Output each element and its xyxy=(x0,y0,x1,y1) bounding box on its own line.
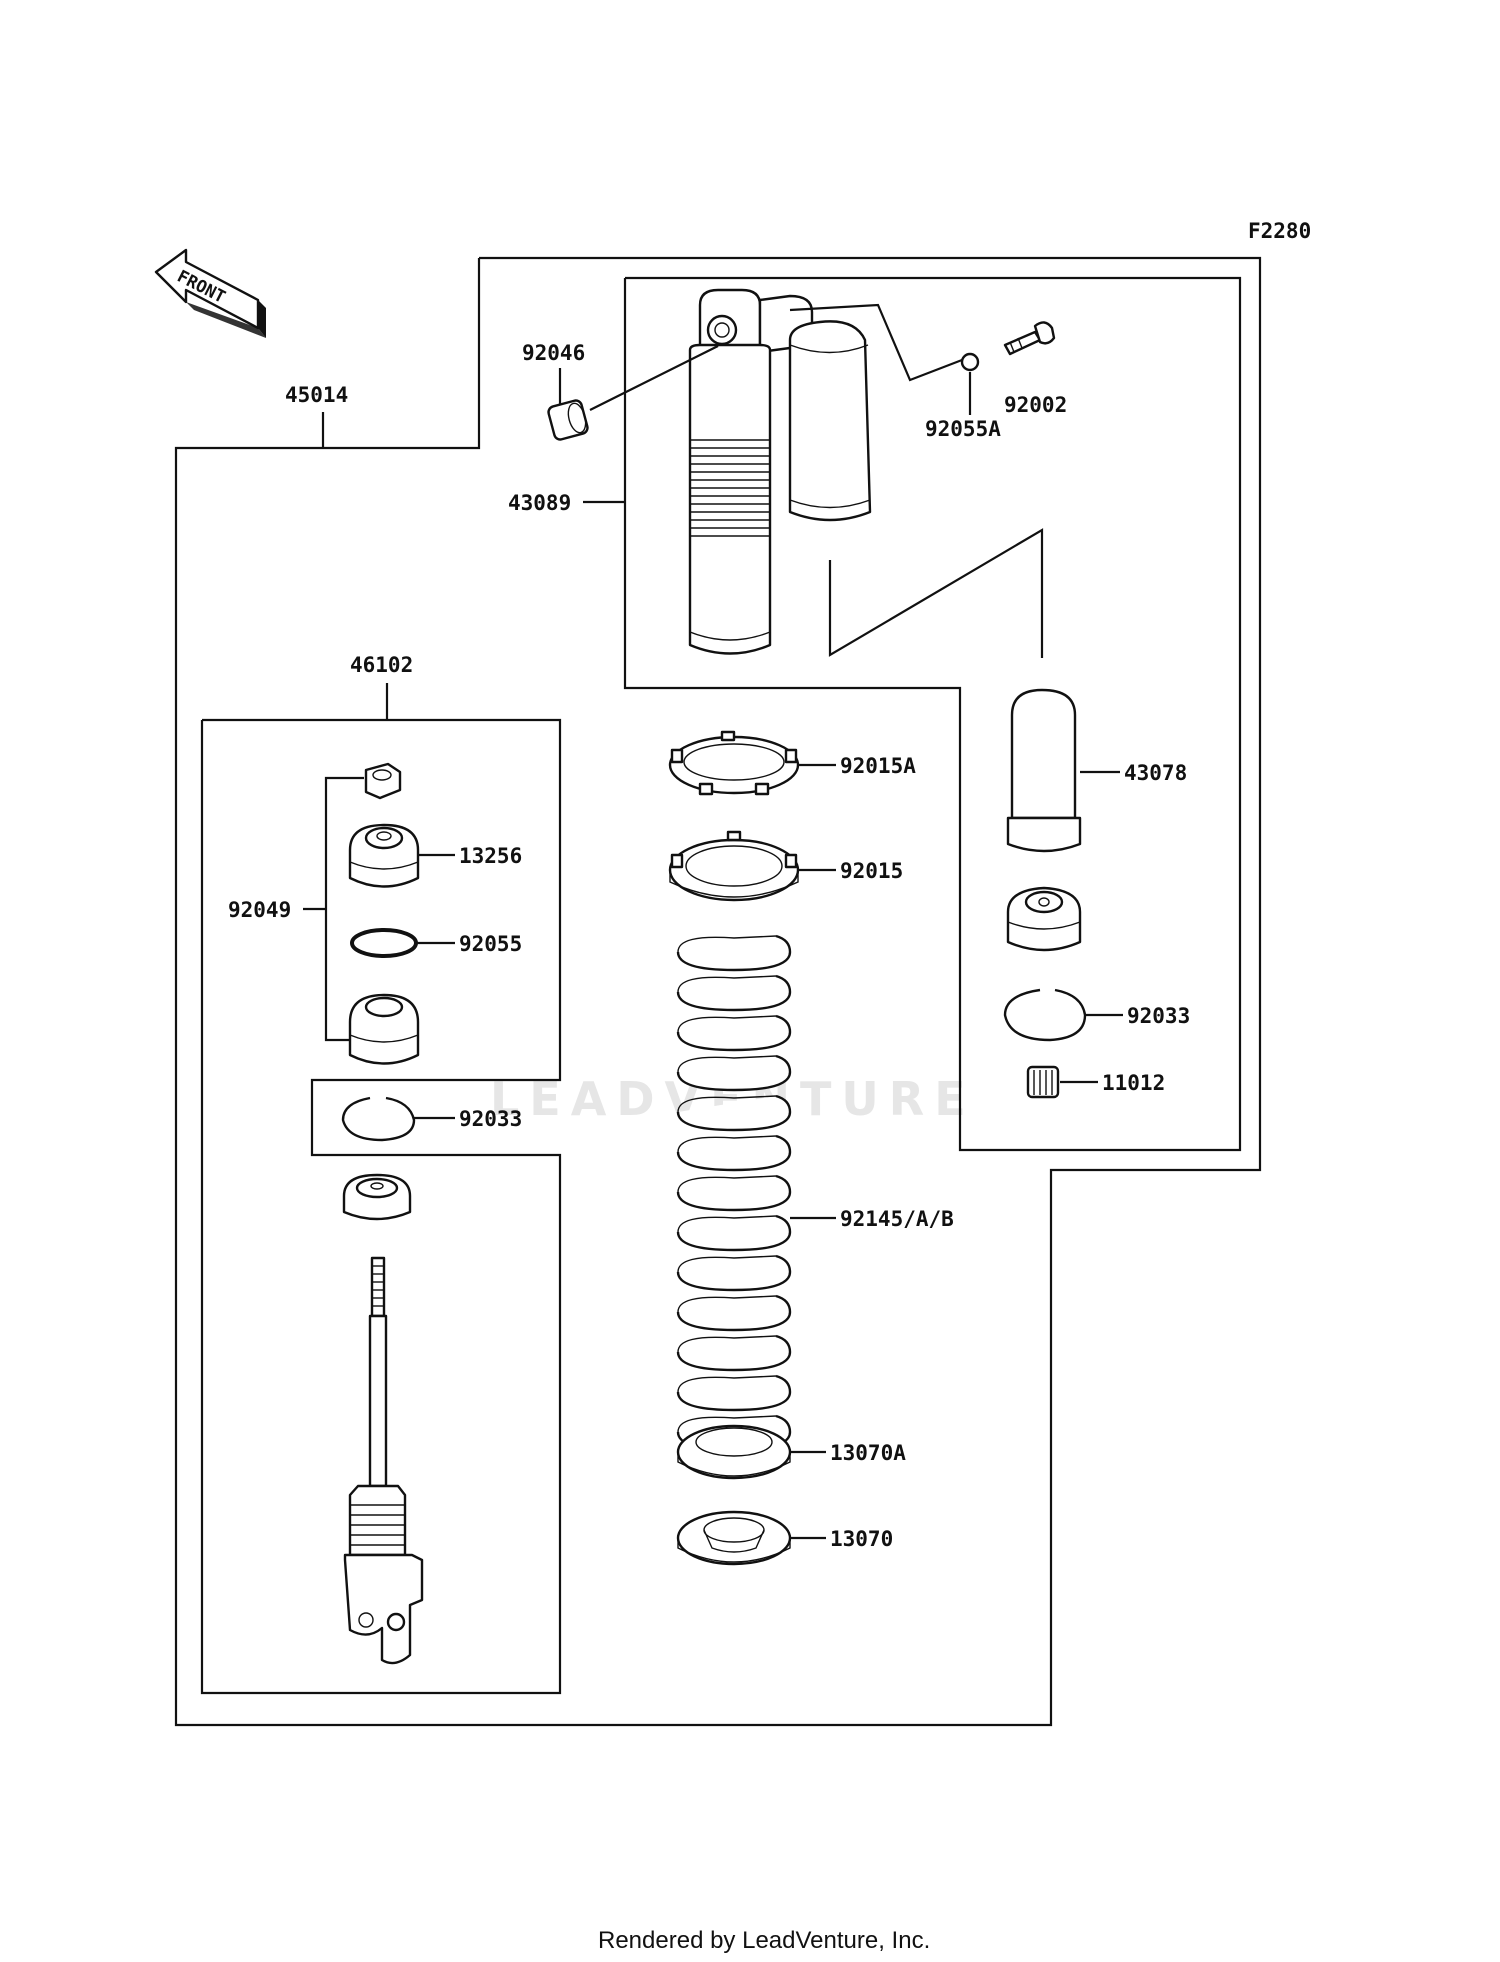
bushing-11012 xyxy=(1026,1065,1060,1099)
spring-coil xyxy=(676,1174,792,1212)
shock-body-43089 xyxy=(688,288,872,655)
spring-coil xyxy=(676,1054,792,1092)
reservoir-cap xyxy=(1006,886,1082,952)
spring-coil-back xyxy=(677,1375,777,1393)
callout-13070A: 13070A xyxy=(830,1441,906,1465)
locknut-92015A xyxy=(668,730,800,796)
spring-coil-back xyxy=(677,1295,777,1313)
spring-coil-back xyxy=(677,975,777,993)
callout-92002: 92002 xyxy=(1004,393,1067,417)
callout-46102: 46102 xyxy=(350,653,413,677)
callout-13256: 13256 xyxy=(459,844,522,868)
callout-92015: 92015 xyxy=(840,859,903,883)
o-ring-92055 xyxy=(350,928,418,958)
spring-coil-back xyxy=(677,1215,777,1233)
piston-rod-assembly xyxy=(343,1256,424,1665)
bushing-92046 xyxy=(547,399,589,441)
spring-coil-back xyxy=(677,1335,777,1353)
callout-92049: 92049 xyxy=(228,898,291,922)
spring-seat-13070A xyxy=(676,1424,792,1480)
spring-coil xyxy=(676,1014,792,1052)
spring-coil xyxy=(676,974,792,1012)
spring-coil-back xyxy=(677,1055,777,1073)
spring-coil xyxy=(676,1374,792,1412)
spring-seat-13070 xyxy=(676,1510,792,1566)
subassembly-boundary-46102 xyxy=(200,718,562,1695)
callout-92055A: 92055A xyxy=(925,417,1001,441)
spring-coil-back xyxy=(677,1095,777,1113)
spring-coil xyxy=(676,1094,792,1132)
spring-coil xyxy=(676,1294,792,1332)
callout-92046: 92046 xyxy=(522,341,585,365)
adjuster-nut-92015 xyxy=(668,830,800,902)
subassembly-boundary-43089 xyxy=(623,276,1242,1152)
o-ring-92055A xyxy=(960,352,980,372)
front-direction-arrow-icon: FRONT xyxy=(154,248,266,338)
callout-92033-right: 92033 xyxy=(1127,1004,1190,1028)
spring-coil xyxy=(676,1334,792,1372)
callout-92015A: 92015A xyxy=(840,754,916,778)
spring-coil xyxy=(676,1254,792,1292)
nut-92049 xyxy=(364,762,402,800)
spring-coil xyxy=(676,1214,792,1252)
spring-coil-back xyxy=(677,935,777,953)
circlip-92033-right xyxy=(1003,988,1087,1042)
callout-45014: 45014 xyxy=(285,383,348,407)
callout-43089: 43089 xyxy=(508,491,571,515)
bladder-43078 xyxy=(1006,688,1082,853)
spring-coil-back xyxy=(677,1415,777,1433)
bolt-92002 xyxy=(1003,321,1056,356)
callout-11012: 11012 xyxy=(1102,1071,1165,1095)
spring-coil-back xyxy=(677,1015,777,1033)
bushing-13256 xyxy=(348,823,420,888)
spring-coil-back xyxy=(677,1175,777,1193)
spring-coil-back xyxy=(677,1135,777,1153)
circlip-92033-left xyxy=(341,1096,416,1142)
spring-92145 xyxy=(676,934,792,1452)
spring-coil xyxy=(676,1134,792,1172)
assembly-boundary-45014 xyxy=(174,256,1262,1727)
callout-43078: 43078 xyxy=(1124,761,1187,785)
bushing-lower xyxy=(348,993,420,1065)
spring-coil xyxy=(676,934,792,972)
spring-coil-back xyxy=(677,1255,777,1273)
rod-collar xyxy=(342,1173,412,1221)
callout-13070: 13070 xyxy=(830,1527,893,1551)
callout-92055: 92055 xyxy=(459,932,522,956)
footer-credit: Rendered by LeadVenture, Inc. xyxy=(598,1927,930,1954)
callout-92145AB: 92145/A/B xyxy=(840,1207,954,1231)
callout-92033-left: 92033 xyxy=(459,1107,522,1131)
figure-code: F2280 xyxy=(1248,219,1311,243)
